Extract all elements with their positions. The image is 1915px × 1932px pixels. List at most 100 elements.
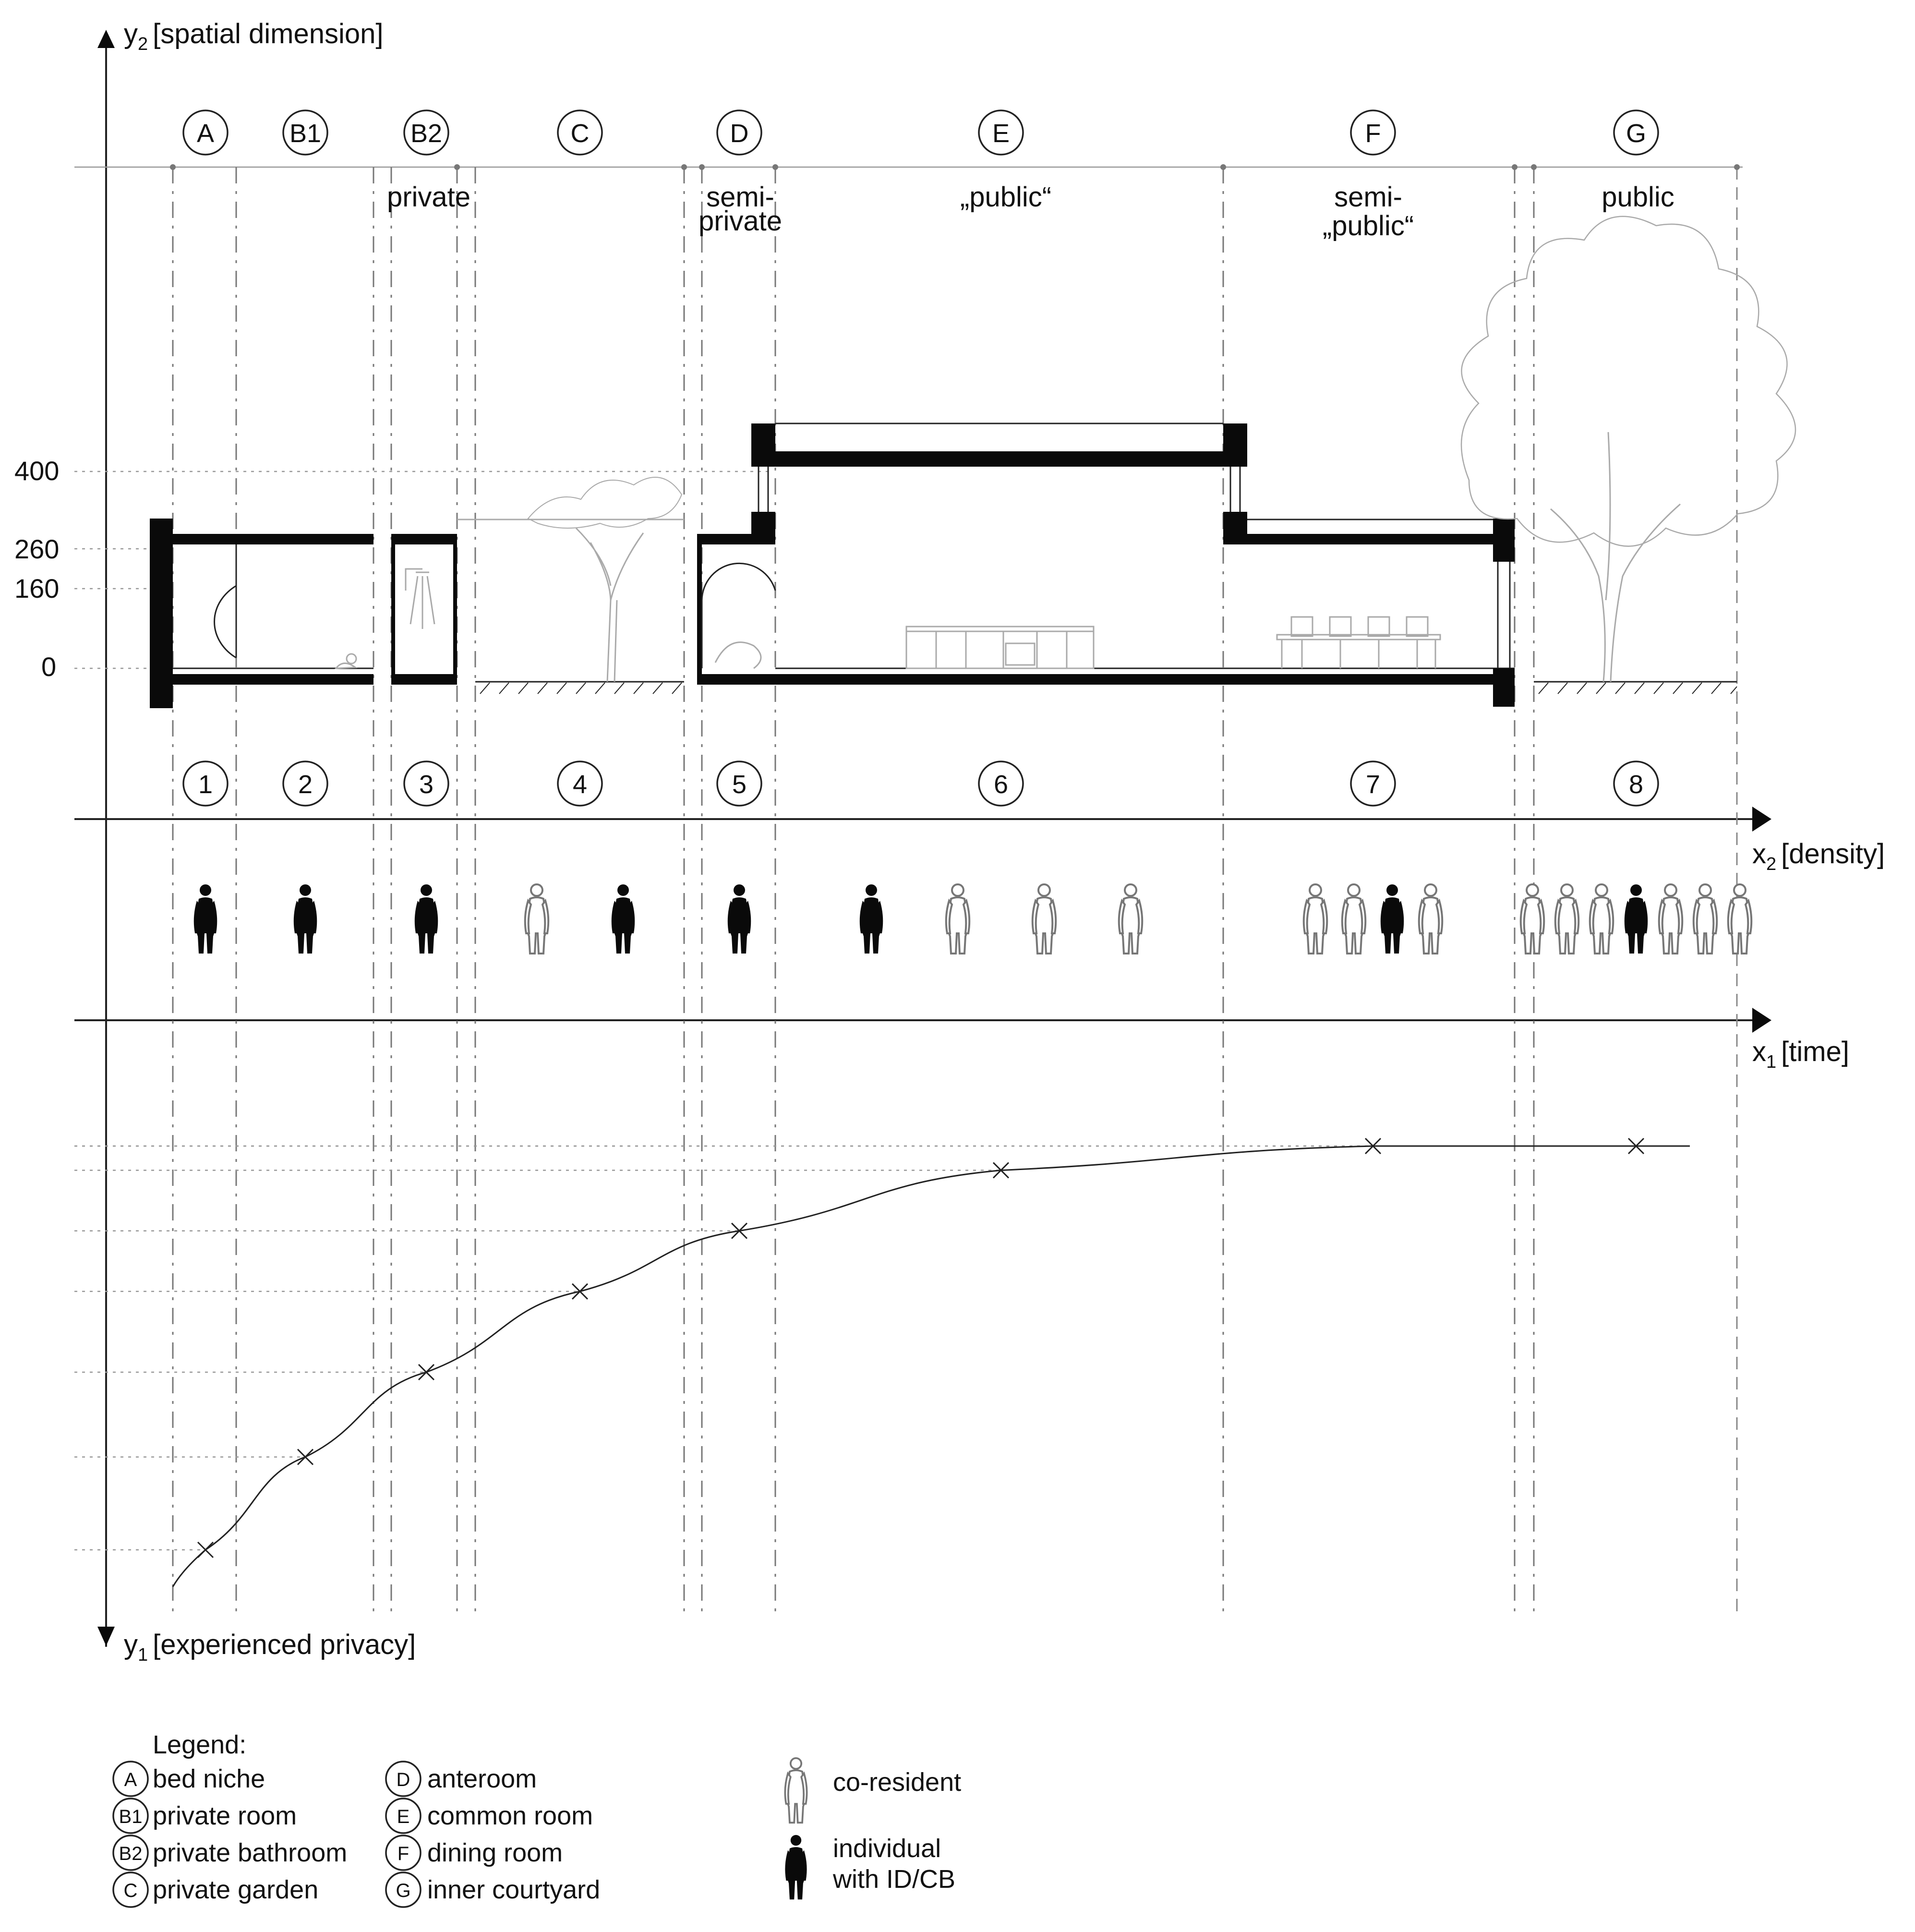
co-resident-figure-icon [1692, 883, 1718, 954]
space-letter-D: D [716, 109, 762, 156]
svg-text:F: F [397, 1843, 409, 1864]
svg-text:3: 3 [419, 770, 434, 799]
space-number-row: 1 2 3 4 5 6 7 8 [182, 761, 1659, 807]
legend-individual-line1: individual [833, 1834, 941, 1863]
zone-label-public-quoted: „public“ [960, 181, 1051, 213]
zone-label-private: private [387, 181, 470, 213]
privacy-point-marker [731, 1222, 748, 1239]
co-resident-figure-icon [1341, 883, 1367, 954]
legend-title: Legend: [153, 1730, 246, 1759]
tick-0: 0 [41, 652, 56, 682]
space-letter-C: C [557, 109, 603, 156]
y1-axis-label: y1[experienced privacy] [124, 1629, 416, 1665]
co-resident-figure-icon [1418, 883, 1444, 954]
svg-text:G: G [396, 1880, 410, 1901]
svg-text:D: D [397, 1769, 410, 1790]
privacy-point-marker [418, 1364, 435, 1381]
zone-label-semi-public-1: semi- [1334, 181, 1402, 213]
svg-text:6: 6 [994, 770, 1008, 799]
building-section [150, 216, 1796, 708]
legend-co-resident: co-resident [833, 1768, 961, 1797]
co-resident-figure-icon [524, 883, 550, 954]
co-resident-figure-icon [1554, 883, 1580, 954]
space-letter-B1: B1 [282, 109, 328, 156]
co-resident-figure-icon [1519, 883, 1545, 954]
svg-text:4: 4 [573, 770, 587, 799]
space-letter-G: G [1613, 109, 1659, 156]
co-resident-figure-icon [1031, 883, 1057, 954]
zone-label-public: public [1602, 181, 1674, 213]
privacy-point-marker [297, 1449, 314, 1465]
svg-text:inner courtyard: inner courtyard [427, 1875, 600, 1904]
space-number-5: 5 [716, 761, 762, 807]
privacy-point-marker [1364, 1137, 1382, 1155]
tick-160: 160 [14, 573, 59, 604]
svg-text:B2: B2 [410, 119, 442, 148]
y2-arrow-icon [97, 30, 115, 48]
privacy-point-marker [1627, 1137, 1645, 1155]
space-number-6: 6 [978, 761, 1024, 807]
anteroom-arch [701, 562, 776, 668]
svg-text:anteroom: anteroom [427, 1764, 537, 1793]
co-resident-figure-icon [1658, 883, 1684, 954]
space-letter-B2: B2 [403, 109, 449, 156]
svg-text:E: E [397, 1806, 410, 1827]
legend-individual-icon [785, 1835, 807, 1900]
svg-text:E: E [992, 119, 1010, 148]
individual-figure-icon [727, 884, 751, 954]
legend-individual-line2: with ID/CB [832, 1865, 955, 1894]
privacy-curve-line [172, 1145, 1690, 1587]
space-number-3: 3 [403, 761, 449, 807]
co-resident-figure-icon [945, 883, 971, 954]
x1-arrow-icon [1752, 1008, 1771, 1033]
individual-figure-icon [193, 884, 217, 954]
privacy-point-marker [197, 1541, 214, 1558]
height-ticks: 400 260 160 0 [14, 456, 768, 682]
zone-labels: private semi- private „public“ semi- „pu… [387, 181, 1674, 242]
dining-table-icon [1276, 616, 1441, 668]
legend-co-resident-icon [784, 1757, 808, 1824]
space-number-1: 1 [182, 761, 229, 807]
individual-figure-icon [859, 884, 883, 954]
legend-item-B2: B2 private bathroom [112, 1835, 347, 1871]
space-number-4: 4 [557, 761, 603, 807]
zone-label-semi-private-1: semi- [706, 181, 774, 213]
space-letter-F: F [1350, 109, 1396, 156]
bed-niche-arch [214, 585, 237, 659]
axes [74, 30, 1771, 1647]
individual-figure-icon [1624, 884, 1648, 954]
privacy-point-marker [992, 1162, 1010, 1179]
density-figures [193, 883, 1753, 954]
courtyard-tree-icon [1460, 216, 1796, 682]
x2-arrow-icon [1752, 807, 1771, 832]
svg-text:B1: B1 [119, 1806, 143, 1827]
individual-figure-icon [414, 884, 438, 954]
co-resident-figure-icon [1118, 883, 1144, 954]
svg-text:private room: private room [153, 1801, 297, 1830]
space-letter-A: A [182, 109, 229, 156]
svg-text:private garden: private garden [153, 1875, 318, 1904]
zone-label-semi-private-2: private [699, 205, 782, 237]
svg-text:1: 1 [198, 770, 213, 799]
co-resident-figure-icon [1302, 883, 1328, 954]
space-number-7: 7 [1350, 761, 1396, 807]
svg-text:B1: B1 [289, 119, 321, 148]
garden-tree-icon [527, 477, 683, 682]
co-resident-figure-icon [1727, 883, 1753, 954]
privacy-point-marker [571, 1283, 589, 1300]
zone-boundaries [170, 164, 1740, 1618]
kitchen-counter-icon [905, 626, 1095, 669]
svg-text:2: 2 [298, 770, 313, 799]
x2-axis-label: x2[density] [1752, 838, 1885, 874]
svg-text:private bathroom: private bathroom [153, 1838, 347, 1867]
svg-text:5: 5 [732, 770, 747, 799]
tick-400: 400 [14, 456, 59, 486]
svg-text:8: 8 [1629, 770, 1643, 799]
svg-text:B2: B2 [119, 1843, 143, 1864]
space-letter-E: E [978, 109, 1024, 156]
